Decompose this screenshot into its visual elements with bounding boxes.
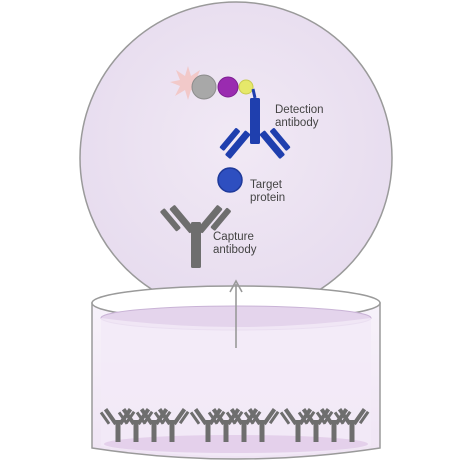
capture-label-line1: Capture: [213, 231, 254, 243]
detection-antibody-icon: [219, 98, 291, 159]
well-antibody-icon: [243, 408, 280, 442]
detection-label-line1: Detection: [275, 104, 324, 116]
target-protein-icon: [217, 167, 243, 193]
target-protein-label: Target protein: [250, 179, 285, 205]
well-capture-antibodies: [99, 408, 370, 442]
arrow-up-icon: [229, 279, 243, 348]
capture-antibody-icon: [160, 205, 231, 268]
enzyme-conjugate-icon: [191, 74, 257, 100]
well-antibody-icon: [333, 408, 370, 442]
detection-antibody-label: Detection antibody: [275, 104, 324, 130]
target-label-line2: protein: [250, 192, 286, 204]
well-antibody-icon: [135, 408, 172, 442]
capture-antibody-label: Capture antibody: [213, 231, 256, 257]
zoom-circle: [79, 1, 393, 315]
capture-label-line2: antibody: [213, 244, 257, 256]
well-antibody-icon: [279, 408, 316, 442]
well-antibody-icon: [153, 408, 190, 442]
detection-label-line2: antibody: [275, 117, 319, 129]
target-label-line1: Target: [250, 179, 282, 191]
